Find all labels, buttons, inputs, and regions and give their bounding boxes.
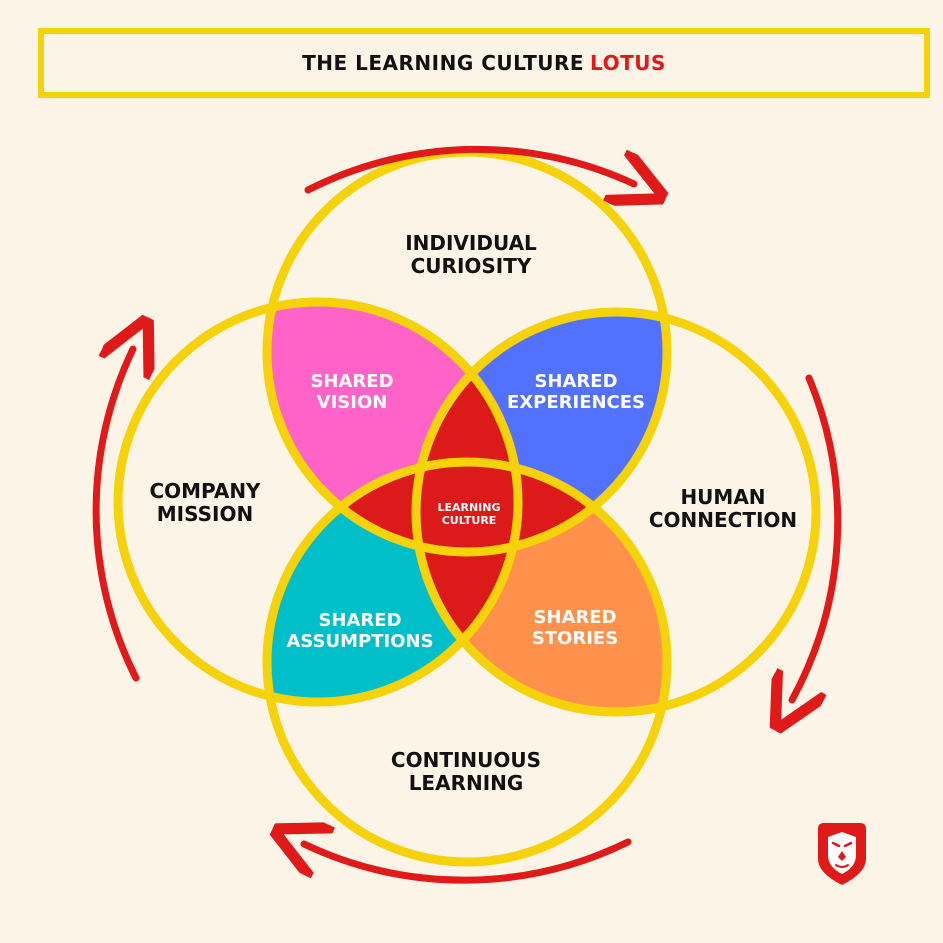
label-learning: LEARNING [409, 771, 524, 795]
arrow-top-icon [304, 145, 634, 190]
ring-human-connection [411, 307, 821, 717]
label-curiosity: CURIOSITY [411, 254, 532, 278]
arrow-right-icon [792, 374, 842, 700]
label-mission: MISSION [157, 502, 253, 526]
title-main: THE LEARNING CULTURE [302, 51, 585, 75]
label-shared-vision-2: VISION [317, 392, 388, 413]
ring-continuous-learning [262, 457, 672, 867]
label-shared-experiences-1: SHARED [534, 371, 617, 392]
label-shared-stories-2: STORIES [532, 628, 618, 649]
label-human: HUMAN [680, 485, 765, 509]
arrow-bottom-icon [304, 842, 632, 884]
label-shared-vision-1: SHARED [310, 371, 393, 392]
label-shared-assumptions-1: SHARED [318, 610, 401, 631]
label-connection: CONNECTION [649, 508, 797, 532]
label-shared-experiences-2: EXPERIENCES [507, 392, 645, 413]
title-accent: LOTUS [590, 51, 666, 75]
ring-company-mission [113, 297, 523, 707]
label-company: COMPANY [149, 479, 261, 503]
label-continuous: CONTINUOUS [391, 748, 541, 772]
arrow-left-icon [92, 349, 136, 682]
label-center-learning: LEARNING [437, 501, 500, 514]
lion-shield-icon [818, 823, 866, 885]
label-shared-stories-1: SHARED [533, 607, 616, 628]
label-shared-assumptions-2: ASSUMPTIONS [286, 631, 433, 652]
label-individual: INDIVIDUAL [405, 231, 537, 255]
label-center-culture: CULTURE [442, 514, 497, 527]
